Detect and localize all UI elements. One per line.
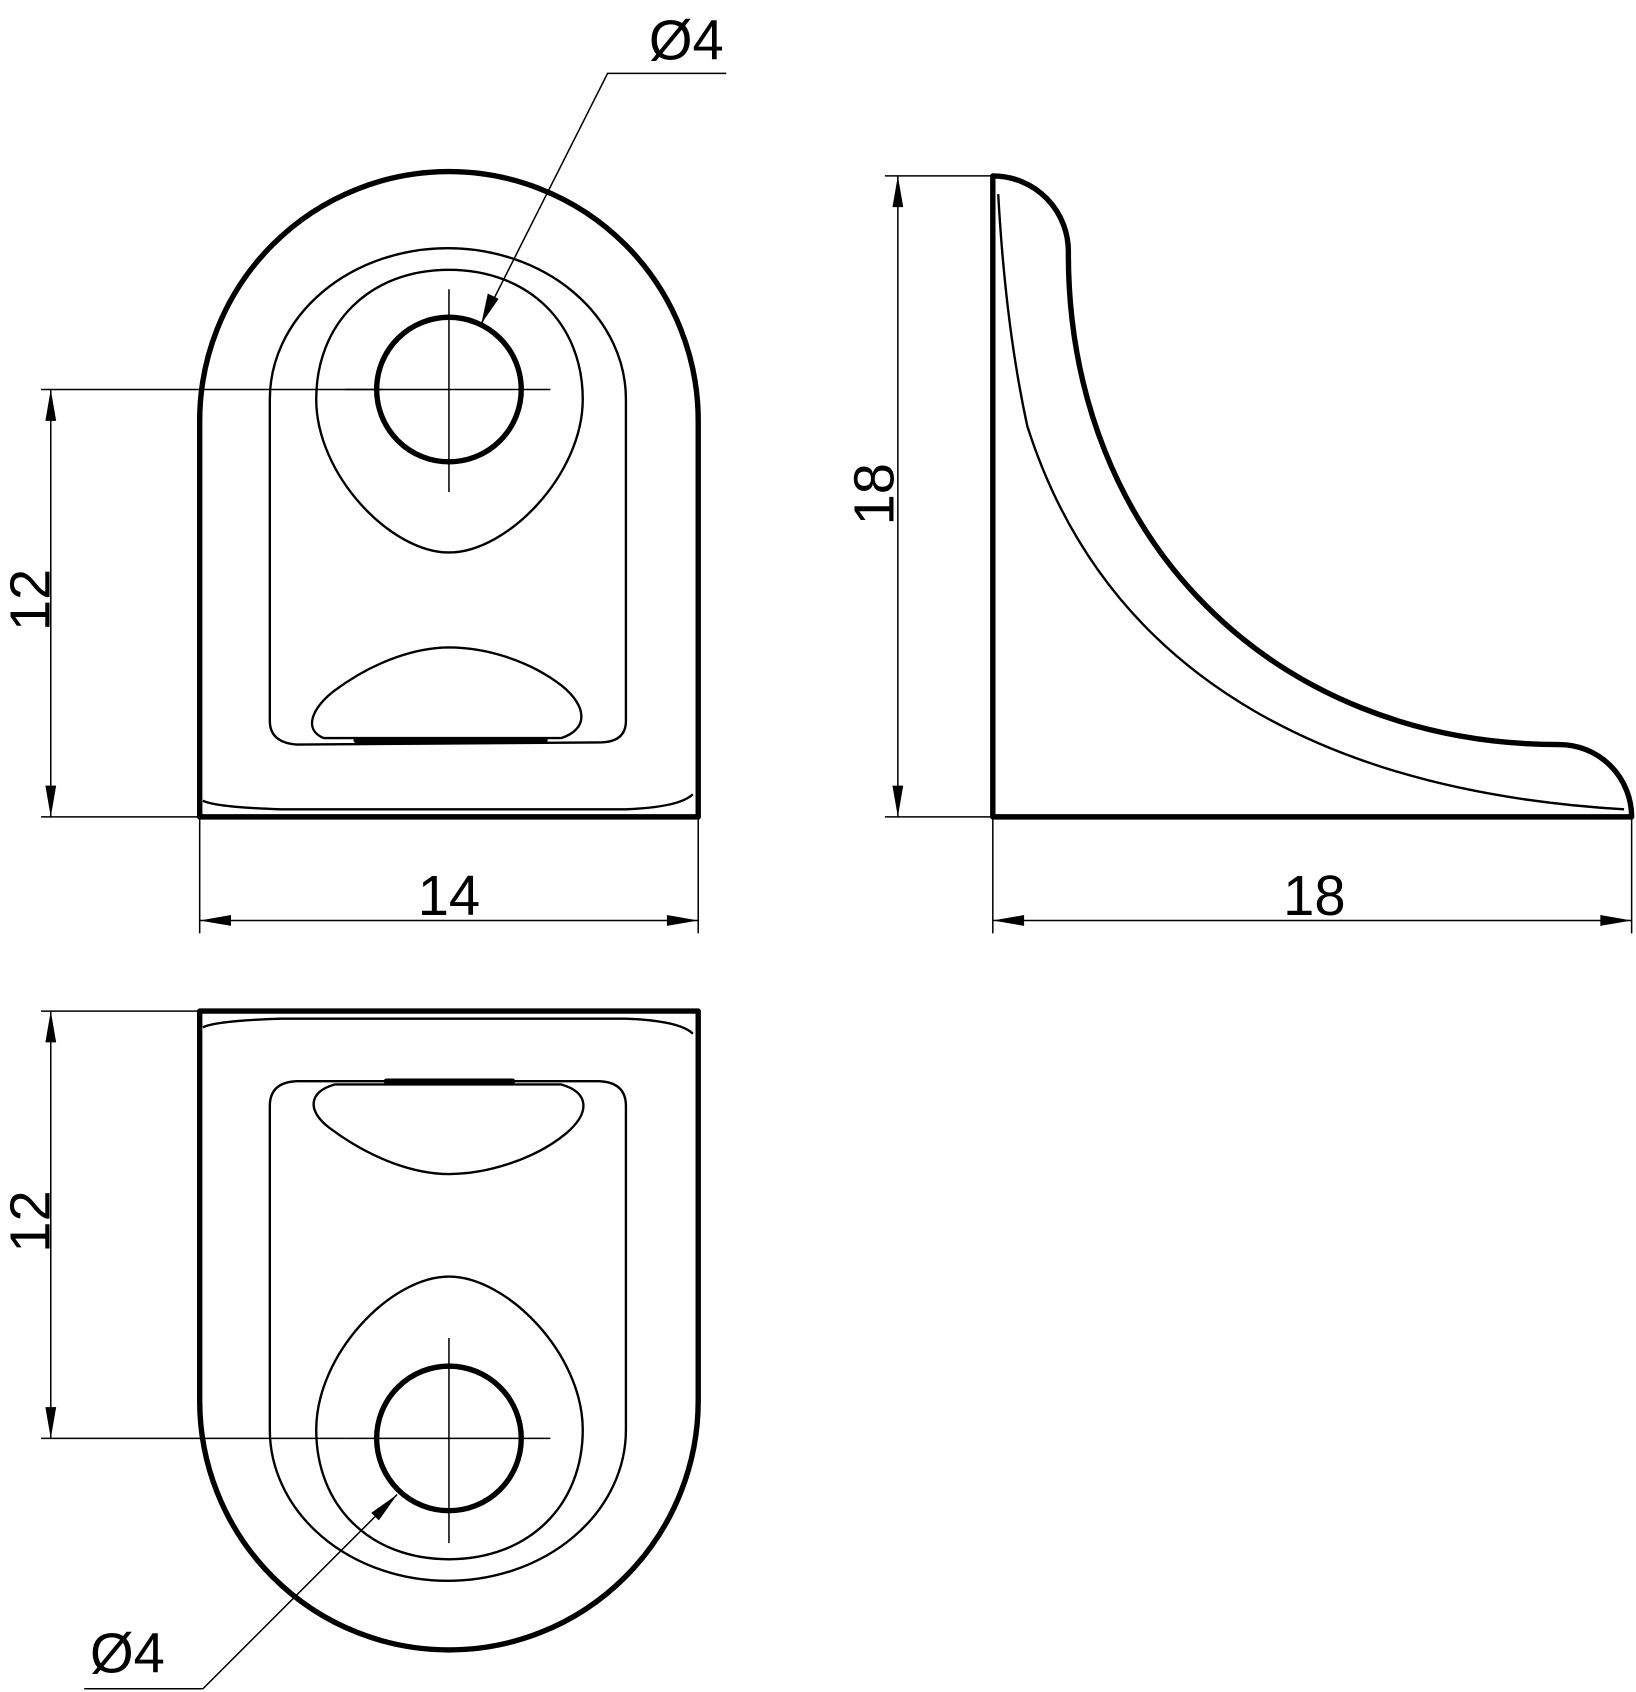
arrow-icon: [481, 293, 499, 324]
bottom-hole-leader: [84, 1493, 398, 1690]
dim-14-lines: [198, 816, 699, 934]
dim-18-horizontal-lines: [992, 816, 1633, 934]
bottom-hole-centerlines: [345, 1338, 551, 1544]
bottom-height-label: 12: [0, 1190, 62, 1252]
dim-18-vertical-lines: [884, 175, 993, 818]
side-height-label: 18: [843, 463, 906, 525]
front-hole-label: Ø4: [649, 8, 724, 71]
bottom-view: 12 Ø4: [0, 1008, 701, 1690]
arrow-icon: [371, 1494, 398, 1521]
front-outline: [196, 168, 701, 820]
side-view: 18 18: [843, 173, 1635, 934]
bottom-hole-label: Ø4: [90, 1622, 165, 1685]
bottom-outline: [196, 1008, 701, 1653]
side-inner-fillet: [997, 194, 1625, 811]
front-base-fillet: [202, 793, 694, 811]
bottom-top-fillet: [202, 1017, 694, 1035]
side-width-label: 18: [1283, 864, 1345, 927]
front-hole-boss: [315, 268, 584, 554]
front-width-label: 14: [418, 864, 480, 927]
front-lower-recess: [311, 646, 583, 740]
front-inner-pocket: [268, 247, 628, 746]
front-view: 12 14 Ø4: [0, 8, 727, 934]
front-height-label: 12: [0, 569, 62, 631]
front-hole-leader: [480, 72, 727, 325]
bottom-hole-boss: [315, 1275, 584, 1561]
dim-12-lines: [41, 388, 384, 818]
side-outline: [990, 173, 1635, 820]
dim-12-bottom-lines: [41, 1010, 346, 1440]
bottom-upper-recess: [312, 1083, 585, 1176]
bottom-inner-pocket: [268, 1080, 628, 1582]
